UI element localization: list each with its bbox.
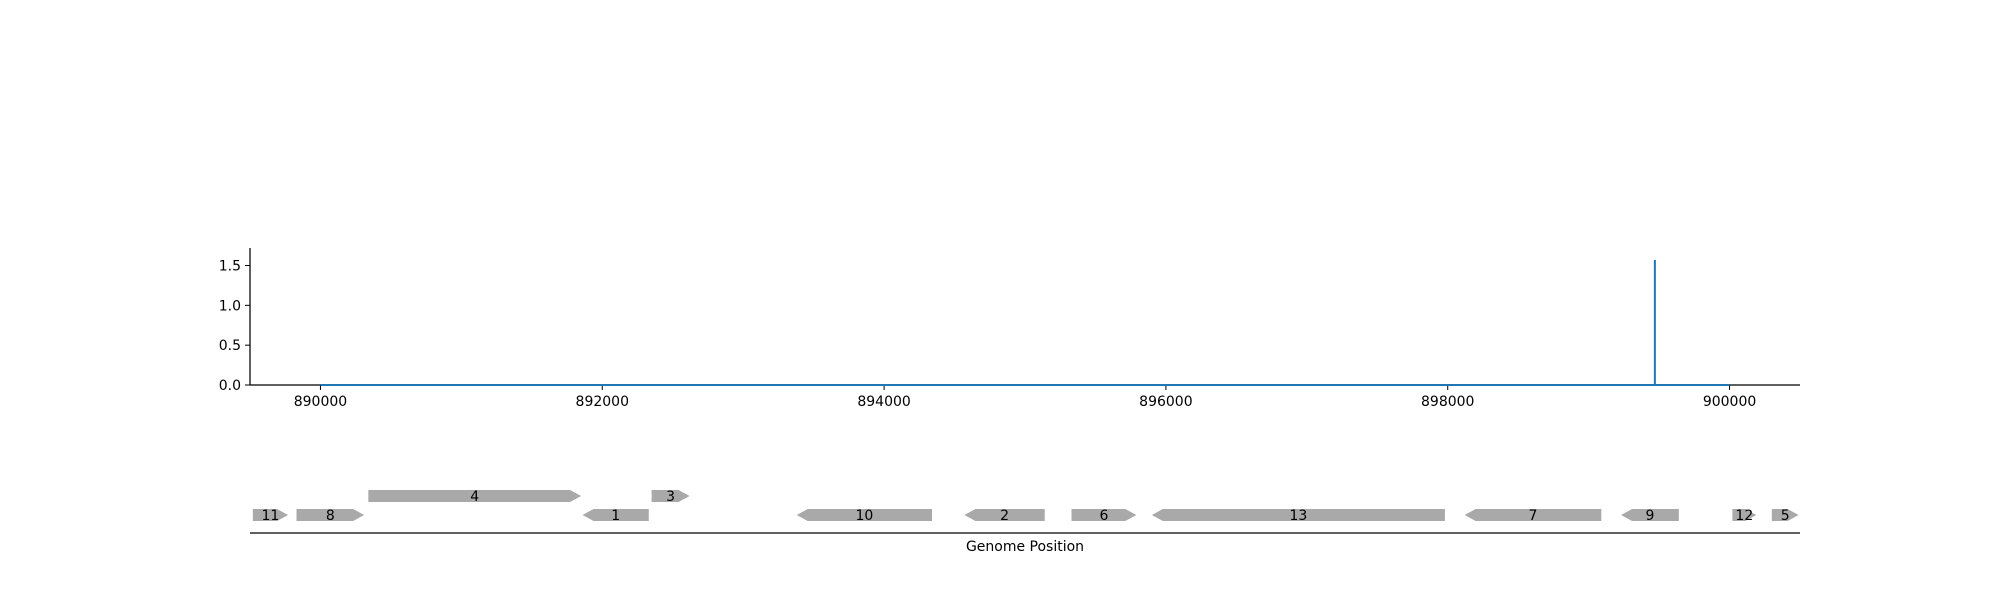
coverage-y-ticks: 0.0 0.5 1.0 1.5: [219, 259, 250, 394]
gene-arrow: [582, 509, 649, 521]
gene-arrow: [296, 509, 365, 521]
gene-label: 2: [1000, 508, 1009, 524]
gene-arrow: [1771, 509, 1799, 521]
gene-label: 5: [1781, 508, 1790, 524]
y-tick-label: 1.0: [219, 298, 241, 314]
gene-label: 9: [1645, 508, 1654, 524]
gene-label: 11: [262, 508, 280, 524]
x-tick-label: 900000: [1703, 394, 1756, 410]
x-tick-label: 890000: [294, 394, 347, 410]
gene-arrow: [252, 509, 289, 521]
gene-label: 8: [326, 508, 335, 524]
coverage-plot: 890000 892000 894000 896000 898000 900000 0.0…: [219, 248, 1800, 410]
gene-arrow: [1621, 509, 1679, 521]
gene-label: 6: [1099, 508, 1108, 524]
gene-arrow: [1464, 509, 1602, 521]
coverage-series-line: [320, 259, 1730, 386]
gene-arrow: [1732, 509, 1757, 521]
x-tick-label: 896000: [1139, 394, 1192, 410]
gene-label: 3: [666, 489, 675, 505]
y-tick-label: 0.0: [219, 378, 241, 394]
coverage-series: [320, 259, 1730, 386]
gene-label: 10: [855, 508, 873, 524]
x-tick-label: 894000: [857, 394, 910, 410]
y-tick-label: 1.5: [219, 259, 241, 275]
x-tick-label: 892000: [576, 394, 629, 410]
gene-arrow: [796, 509, 932, 521]
gene-arrow: [1151, 509, 1445, 521]
gene-arrow: [964, 509, 1045, 521]
coverage-axes: [249, 248, 1800, 386]
gene-track-x-axis-label: Genome Position: [966, 539, 1084, 555]
gene-arrow: [651, 490, 690, 502]
gene-label: 13: [1289, 508, 1307, 524]
x-tick-label: 898000: [1421, 394, 1474, 410]
gene-label: 1: [611, 508, 620, 524]
coverage-x-ticks: 890000 892000 894000 896000 898000 900000: [294, 385, 1756, 410]
gene-label: 12: [1735, 508, 1753, 524]
gene-label: 7: [1529, 508, 1538, 524]
gene-label: 4: [470, 489, 479, 505]
y-tick-label: 0.5: [219, 338, 241, 354]
gene-arrow: [368, 490, 582, 502]
gene-arrow: [1071, 509, 1137, 521]
